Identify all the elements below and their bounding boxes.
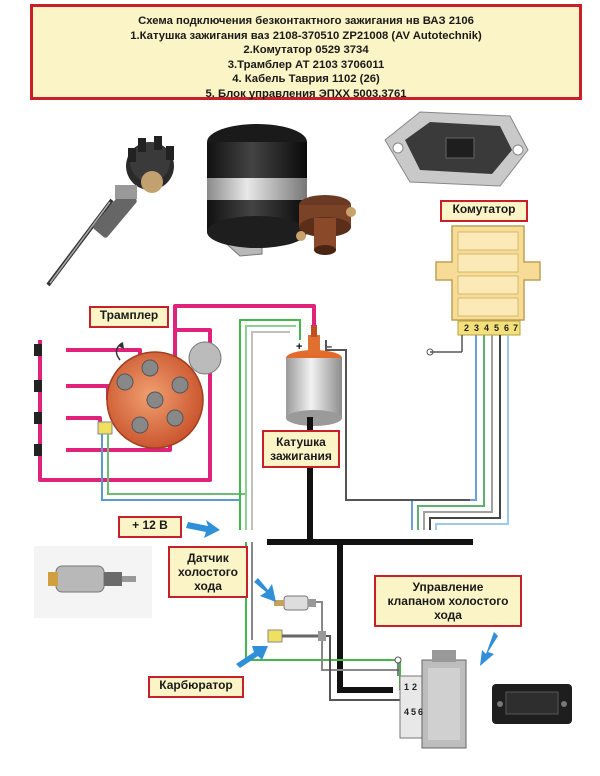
commutator-module — [435, 225, 541, 336]
arrow-icon-karbyurator — [236, 646, 268, 668]
coil-minus-terminal: – — [326, 341, 332, 353]
ignition-coil-photo — [207, 124, 356, 257]
label-trampler: Трамплер — [89, 306, 169, 328]
distributor-photo — [46, 136, 174, 287]
legend-item-4: 4. Кабель Таврия 1102 (26) — [232, 73, 380, 85]
label-katushka: Катушка зажигания — [262, 430, 340, 468]
label-trampler-text: Трамплер — [99, 308, 159, 322]
label-karbyurator-text: Карбюратор — [159, 678, 233, 692]
label-komutator-text: Комутатор — [452, 202, 516, 216]
label-plus12v: + 12 В — [118, 516, 182, 538]
legend-item-3: 3.Трамблер АТ 2103 3706011 — [227, 58, 385, 71]
arrow-icon-12v — [186, 520, 220, 538]
label-komutator: Комутатор — [440, 200, 528, 222]
label-datchik: Датчик холостого хода — [168, 546, 248, 598]
komutator-pin-2: 2 — [464, 323, 469, 333]
ecu-pin-2: 2 — [412, 682, 417, 692]
label-upravlenie-line3: хода — [434, 608, 462, 622]
carburetor-valve-schematic — [267, 629, 326, 643]
komutator-pin-3: 3 — [474, 323, 479, 333]
komutator-pin-5: 5 — [494, 323, 499, 333]
header-title: Схема подключения безконтактного зажиган… — [138, 15, 474, 27]
ecu-pin-1: 1 — [404, 682, 409, 692]
legend-item-1: 1.Катушка зажигания ваз 2108-370510 ZP21… — [130, 29, 482, 42]
ecu-pin-5: 5 — [411, 707, 416, 717]
idle-control-unit-schematic — [394, 650, 467, 749]
komutator-pin-4: 4 — [484, 323, 489, 333]
ignition-coil-schematic — [286, 325, 342, 426]
komutator-pin-6: 6 — [504, 323, 509, 333]
ground-symbol — [426, 335, 463, 356]
commutator-photo — [384, 111, 529, 187]
arrow-icon-upravlenie — [480, 632, 498, 666]
legend-item-5: 5. Блок управления ЭПХХ 5003.3761 — [205, 87, 407, 100]
label-datchik-line3: хода — [194, 579, 222, 593]
signal-wires — [101, 319, 470, 530]
idle-sensor-photo — [34, 546, 152, 618]
header-legend: Схема подключения безконтактного зажиган… — [30, 4, 582, 100]
label-upravlenie-line2: клапаном холостого — [387, 594, 509, 608]
label-karbyurator: Карбюратор — [148, 676, 244, 698]
control-unit-photo — [492, 684, 572, 724]
coil-plus-terminal: + — [296, 341, 302, 353]
label-datchik-line1: Датчик — [187, 551, 229, 565]
label-upravlenie: Управление клапаном холостого хода — [374, 575, 522, 627]
idle-sensor-schematic — [274, 595, 316, 611]
label-katushka-line1: Катушка — [276, 435, 326, 449]
ecu-pin-4: 4 — [404, 707, 409, 717]
label-katushka-line2: зажигания — [270, 449, 332, 463]
legend-item-2: 2.Комутатор 0529 3734 — [243, 44, 369, 56]
spark-plug-terminals — [34, 344, 42, 456]
arrow-icon-datchik — [254, 578, 276, 602]
komutator-pin-7: 7 — [513, 323, 518, 333]
label-plus12v-text: + 12 В — [132, 518, 168, 532]
label-datchik-line2: холостого — [178, 565, 238, 579]
ecu-pin-6: 6 — [418, 707, 423, 717]
arrow-icons — [186, 520, 498, 668]
distributor-schematic — [97, 341, 222, 449]
label-upravlenie-line1: Управление — [412, 580, 484, 594]
